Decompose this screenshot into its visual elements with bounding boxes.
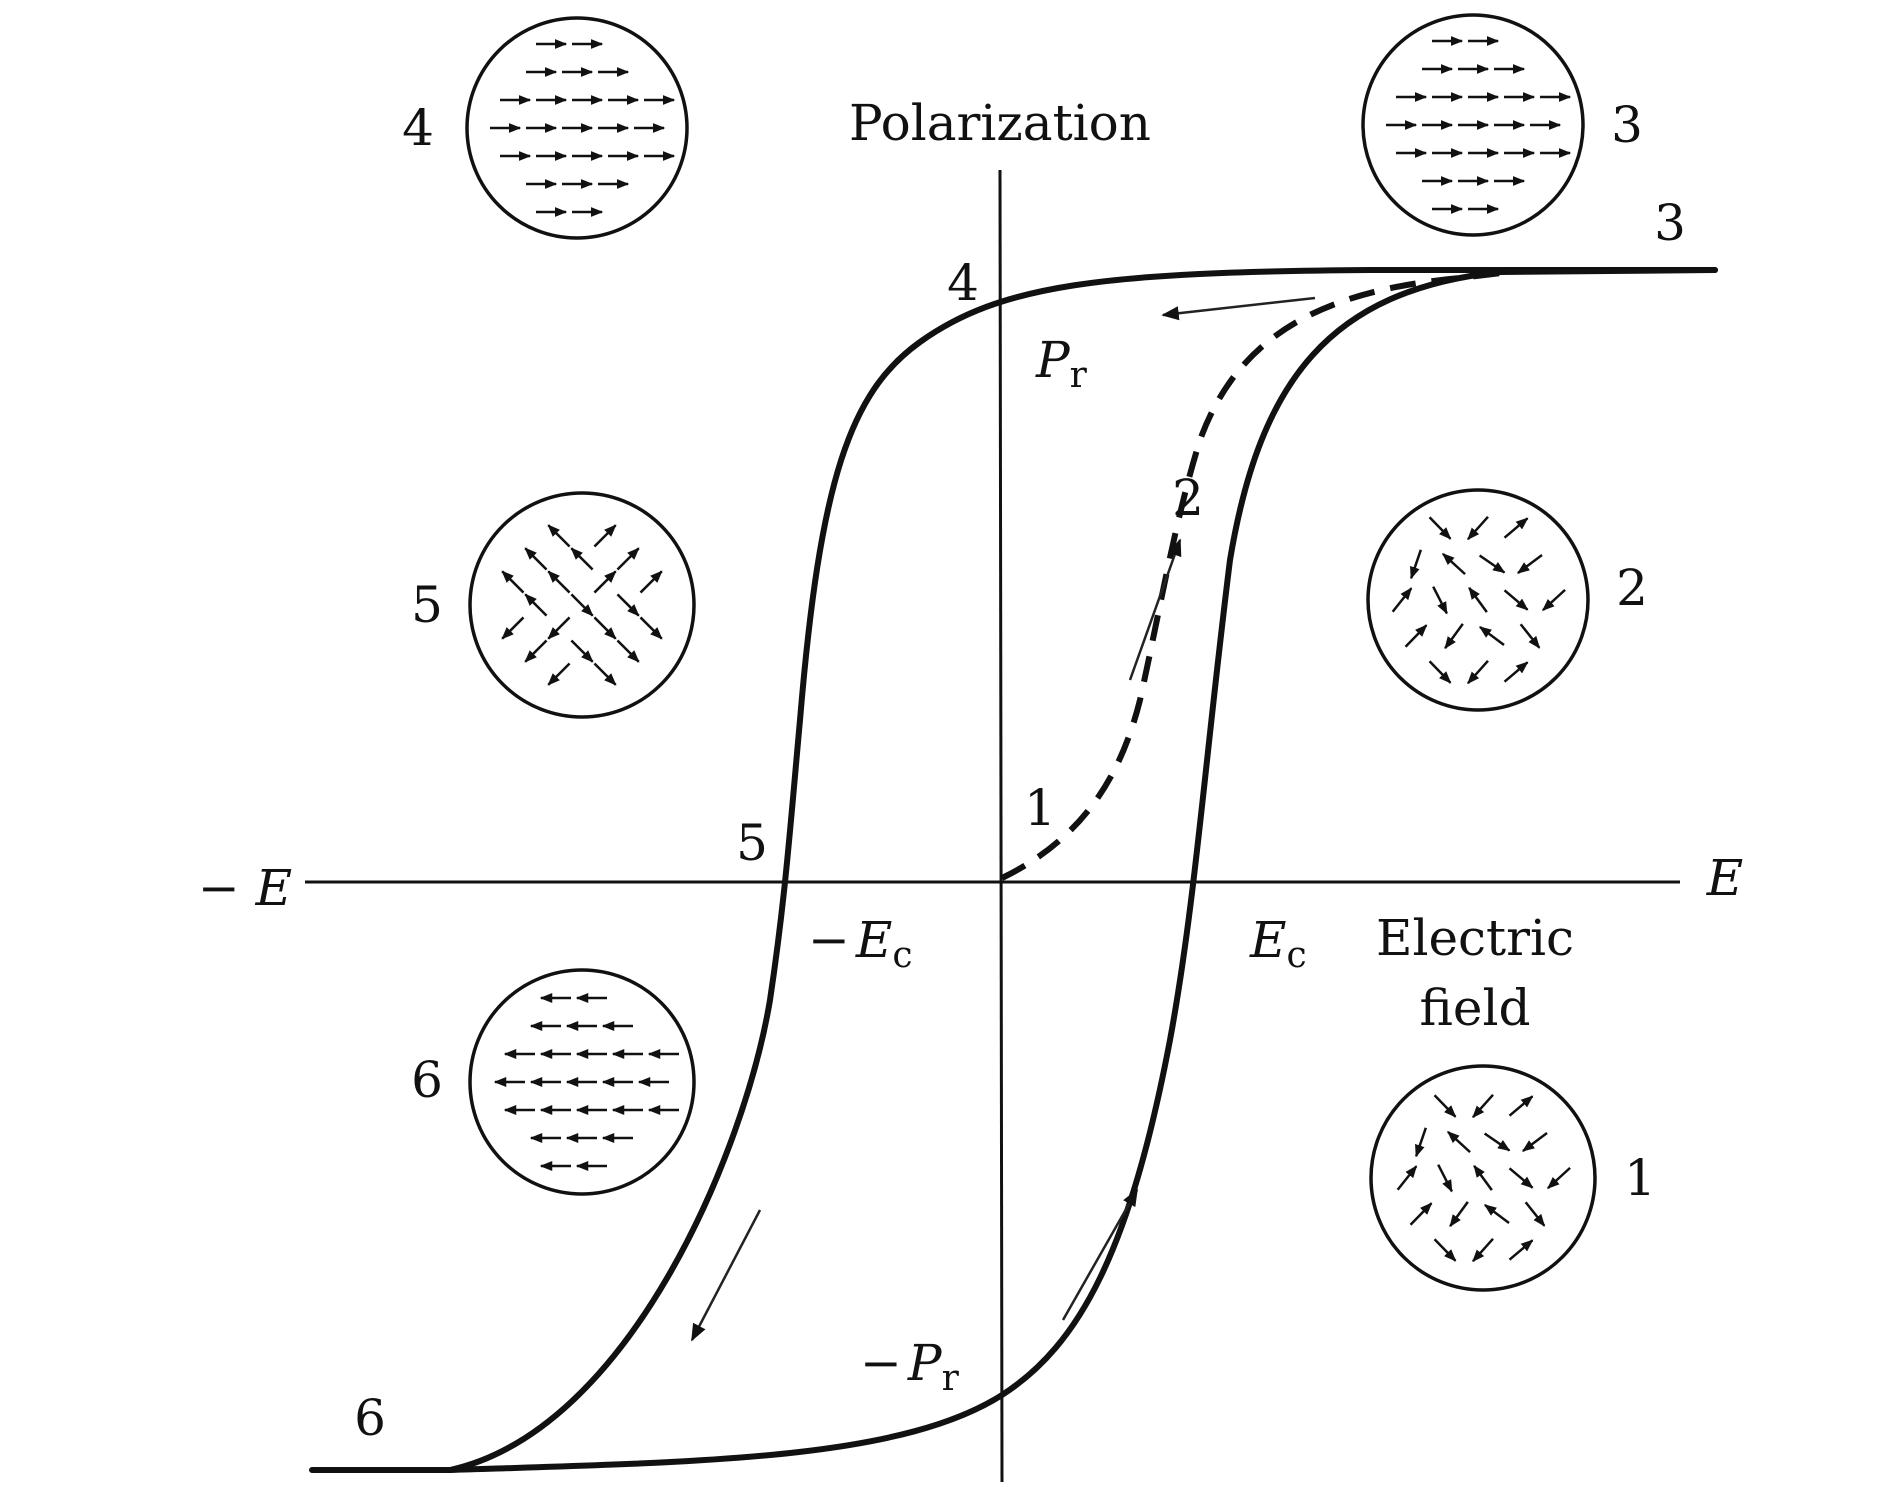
coercive-field-label: Ec	[1249, 911, 1307, 976]
dipole-arrow	[1442, 552, 1466, 576]
dipole-arrow	[1478, 626, 1505, 646]
dipole-arrow	[1524, 1201, 1546, 1227]
dipole-arrow	[1396, 1165, 1418, 1191]
dipole-arrow	[1428, 516, 1452, 540]
dipole-arrow	[639, 570, 663, 594]
dipole-arrow	[1437, 1164, 1453, 1193]
domain-circle-6	[468, 968, 696, 1196]
dipole-arrow	[1473, 1164, 1493, 1191]
dipole-arrow	[570, 593, 594, 617]
initial-curve	[1000, 269, 1511, 881]
dipole-arrow	[1472, 1237, 1494, 1263]
point-6-label: 6	[354, 1389, 386, 1447]
dipole-arrow	[1503, 589, 1529, 611]
x-axis-negative-label: − E	[198, 859, 292, 917]
x-axis-title-line2: field	[1420, 979, 1531, 1037]
dipole-arrow	[1547, 1166, 1571, 1190]
dipole-arrow	[1468, 586, 1488, 613]
arrow-up-right	[1061, 1188, 1139, 1321]
dipole-arrow	[1414, 1127, 1428, 1158]
dipole-arrow	[547, 616, 571, 640]
domain-6-label: 6	[411, 1051, 443, 1109]
domain-circle-3	[1361, 13, 1585, 237]
arrow-down-left	[690, 1209, 762, 1342]
dipole-arrow	[547, 524, 571, 548]
dipole-arrow	[616, 639, 640, 663]
dipole-arrow	[547, 570, 571, 594]
point-1-label: 1	[1024, 779, 1056, 837]
dipole-arrow	[1503, 661, 1529, 683]
dipole-arrow	[1391, 587, 1413, 613]
domain-1-label: 1	[1624, 1149, 1656, 1207]
ascending-branch	[447, 267, 1718, 1473]
dipole-arrow	[593, 616, 617, 640]
point-5-label: 5	[736, 814, 768, 872]
dipole-arrow	[1467, 515, 1489, 541]
arrow-up-initial	[1128, 538, 1182, 681]
dipole-arrow	[1503, 517, 1529, 539]
dipole-arrow	[501, 570, 525, 594]
neg-remanent-polarization-label: −Pr	[860, 1334, 960, 1399]
dipole-arrow	[1478, 554, 1506, 574]
point-2-label: 2	[1172, 469, 1204, 527]
dipole-arrow	[616, 593, 640, 617]
descending-branch	[309, 267, 1718, 1473]
dipole-arrow	[639, 616, 663, 640]
dipole-arrow	[593, 662, 617, 686]
dipole-arrow	[1409, 1202, 1433, 1226]
dipole-arrow	[524, 547, 548, 571]
dipole-arrow	[1428, 660, 1452, 684]
point-4-label: 4	[947, 254, 979, 312]
dipole-arrow	[501, 616, 525, 640]
y-axis-title: Polarization	[849, 94, 1151, 152]
dipole-arrow	[1467, 659, 1489, 685]
domain-circle-4	[465, 16, 689, 240]
domain-4-label: 4	[402, 99, 434, 157]
dipole-arrow	[524, 639, 548, 663]
arrow-top-left	[1161, 296, 1316, 321]
domain-circle-2	[1366, 488, 1590, 712]
x-axis-positive-label: E	[1706, 849, 1744, 907]
y-axis	[998, 169, 1004, 1483]
dipole-arrow	[1483, 1204, 1510, 1224]
dipole-arrow	[570, 547, 594, 571]
dipole-arrow	[1404, 624, 1428, 648]
dipole-arrow	[593, 570, 617, 594]
dipole-arrow	[1516, 554, 1543, 574]
dipole-arrow	[1519, 623, 1541, 649]
dipole-arrow	[593, 524, 617, 548]
dipole-arrow	[1433, 1238, 1457, 1262]
dipole-arrow	[1508, 1167, 1534, 1189]
dipole-arrow	[1433, 1094, 1457, 1118]
dipole-arrow	[1508, 1239, 1534, 1261]
dipole-arrow	[1508, 1095, 1534, 1117]
dipole-arrow	[1542, 588, 1566, 612]
dipole-arrow	[1472, 1093, 1494, 1119]
dipole-arrow	[616, 547, 640, 571]
neg-coercive-field-label: −Ec	[808, 911, 913, 976]
dipole-arrow	[547, 662, 571, 686]
dipole-arrow	[1447, 1130, 1471, 1154]
domain-5-label: 5	[411, 576, 443, 634]
dipole-arrow	[570, 639, 594, 663]
point-3-label: 3	[1654, 194, 1686, 252]
dipole-arrow	[524, 593, 548, 617]
domain-circle-5	[468, 491, 696, 719]
domain-3-label: 3	[1611, 96, 1643, 154]
dipole-arrow	[1449, 1201, 1469, 1228]
dipole-arrow	[1483, 1132, 1511, 1152]
dipole-arrow	[1521, 1132, 1548, 1152]
remanent-polarization-label: Pr	[1035, 331, 1088, 396]
domain-circle-1	[1369, 1064, 1597, 1292]
dipole-arrow	[1432, 586, 1448, 615]
dipole-arrow	[1409, 549, 1423, 580]
x-axis-title-line1: Electric	[1376, 909, 1574, 967]
domain-2-label: 2	[1616, 559, 1648, 617]
dipole-arrow	[1444, 623, 1464, 650]
